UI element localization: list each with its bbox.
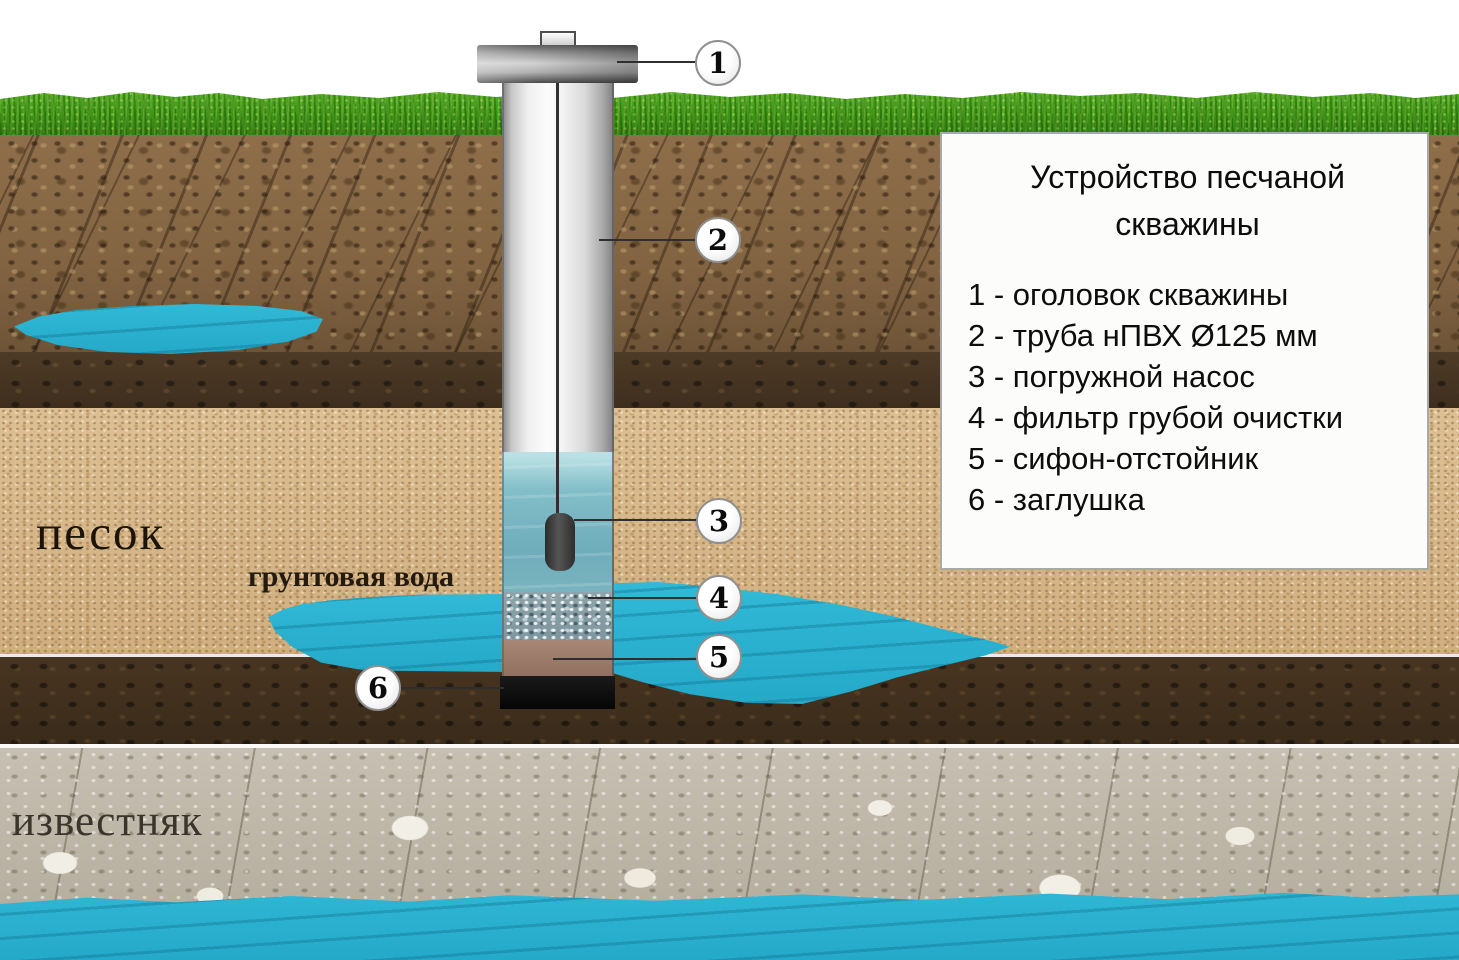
legend-item: 4 - фильтр грубой очистки bbox=[968, 400, 1344, 435]
coarse-filter bbox=[502, 592, 614, 640]
wellhead-cap bbox=[477, 45, 638, 83]
legend-item: 5 - сифон-отстойник bbox=[968, 441, 1259, 476]
legend-title: Устройство песчаной скважины bbox=[1030, 159, 1345, 242]
callout-circle-2: 2 bbox=[695, 217, 741, 263]
sand-label: песок bbox=[36, 505, 166, 560]
callout-circle-6: 6 bbox=[355, 665, 401, 711]
legend-item: 2 - труба нПВХ Ø125 мм bbox=[968, 318, 1318, 353]
legend-item: 1 - оголовок скважины bbox=[968, 277, 1289, 312]
callout-line-3 bbox=[574, 519, 697, 521]
wellhead-knob bbox=[540, 31, 576, 47]
submersible-pump bbox=[545, 513, 575, 571]
pump-cable bbox=[556, 83, 559, 513]
callout-number: 2 bbox=[707, 223, 729, 257]
legend-item-list: 1 - оголовок скважины 2 - труба нПВХ Ø12… bbox=[968, 274, 1407, 520]
callout-number: 1 bbox=[707, 46, 729, 80]
callout-circle-1: 1 bbox=[695, 40, 741, 86]
callout-line-1 bbox=[617, 61, 696, 63]
callout-number: 4 bbox=[708, 581, 730, 615]
callout-number: 6 bbox=[367, 671, 389, 705]
grass-layer bbox=[0, 92, 1459, 137]
legend-box: Устройство песчаной скважины 1 - оголово… bbox=[940, 132, 1429, 570]
legend-item: 6 - заглушка bbox=[968, 482, 1145, 517]
callout-line-2 bbox=[599, 239, 697, 241]
limestone-layer bbox=[0, 744, 1459, 913]
callout-line-4 bbox=[588, 597, 697, 599]
callout-line-6 bbox=[400, 687, 504, 689]
callout-circle-4: 4 bbox=[696, 575, 742, 621]
callout-line-5 bbox=[553, 658, 697, 660]
limestone-label: известняк bbox=[12, 798, 203, 845]
callout-number: 5 bbox=[708, 640, 730, 674]
groundwater-label: грунтовая вода bbox=[248, 560, 455, 593]
deep-aquifer-water bbox=[0, 892, 1459, 960]
callout-number: 3 bbox=[708, 504, 730, 538]
legend-item: 3 - погружной насос bbox=[968, 359, 1255, 394]
callout-circle-5: 5 bbox=[696, 634, 742, 680]
callout-circle-3: 3 bbox=[696, 498, 742, 544]
bottom-plug bbox=[500, 676, 615, 709]
